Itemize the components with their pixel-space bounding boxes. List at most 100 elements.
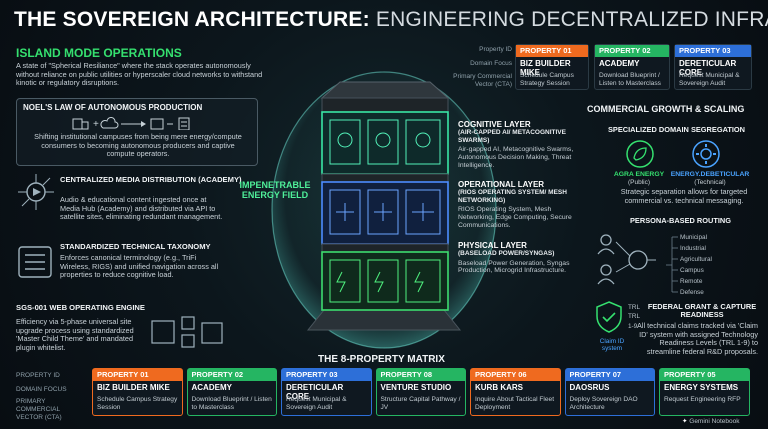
sgs-text: Efficiency via 5-phase universal site up…	[16, 317, 134, 352]
media-text: Audio & educational content ingested onc…	[60, 195, 223, 222]
taxonomy-text: Enforces canonical terminology (e.g., Tr…	[60, 253, 219, 280]
top-property-id: PROPERTY 01	[516, 45, 588, 57]
property-cta: Schedule Campus Strategy Session	[97, 396, 178, 411]
property-id: PROPERTY 06	[471, 369, 560, 381]
top-property-name: BIZ BUILDER MIKE	[520, 59, 571, 77]
top-property-card-02[interactable]: PROPERTY 02 ACADEMY Download Blueprint /…	[594, 44, 670, 90]
energy-sub: (Technical)	[694, 179, 726, 186]
people-icon	[597, 264, 615, 285]
cognitive-panels-icon	[329, 119, 441, 165]
taxonomy-title: STANDARDIZED TECHNICAL TAXONOMY	[60, 242, 211, 251]
operational-layer-text: RIOS Operating System, Mesh Networking, …	[458, 206, 572, 229]
property-name: DERETICULAR CORE	[286, 383, 344, 401]
persona-campus: Campus	[680, 267, 704, 274]
property-cta: Deploy Sovereign DAO Architecture	[569, 396, 638, 411]
leaf-icon	[624, 138, 656, 170]
top-property-cta: Request Municipal & Sovereign Audit	[679, 72, 740, 87]
top-row-label-domain: Domain Focus	[470, 60, 512, 67]
physical-panels-icon	[329, 259, 441, 303]
persona-remote: Remote	[680, 278, 703, 285]
title-light: ENGINEERING DECENTRALIZED INFRASTRUCTURE	[375, 8, 768, 31]
taxonomy-icon	[16, 244, 54, 280]
property-cta: Inquire About Tactical Fleet Deployment	[475, 396, 555, 411]
watermark: ✦ Gemini Notebook	[682, 417, 740, 425]
property-name: VENTURE STUDIO	[380, 383, 452, 392]
physical-layer-sub: (BASELOAD POWER/SYNGAS)	[458, 250, 555, 257]
property-card[interactable]: PROPERTY 08 VENTURE STUDIO Structure Capit…	[375, 368, 466, 416]
claim-id-label: Claim ID system	[599, 338, 625, 353]
cognitive-layer-desc: COGNITIVE LAYER (AIR-CAPPED AI/ METACOGN…	[458, 120, 576, 170]
trl-label: 1-9	[628, 322, 638, 330]
segregation-text: Strategic separation allows for targeted…	[620, 187, 748, 205]
agra-label: AGRA ENERGY	[613, 171, 665, 178]
noels-law-panel: NOEL'S LAW OF AUTONOMOUS PRODUCTION + Sh…	[16, 98, 258, 166]
property-name: BIZ BUILDER MIKE	[97, 383, 170, 392]
trl-labels: TRL TRL 1-9	[628, 304, 646, 330]
matrix-row-label-domain: DOMAIN FOCUS	[16, 386, 67, 393]
energy-field-label: IMPENETRABLE ENERGY FIELD	[239, 180, 311, 200]
federal-title: FEDERAL GRANT & CAPTURE READINESS	[647, 302, 757, 320]
top-property-card-01[interactable]: PROPERTY 01 BIZ BUILDER MIKE Schedule Ca…	[515, 44, 589, 90]
island-title: ISLAND MODE OPERATIONS	[16, 46, 182, 60]
property-id: PROPERTY 01	[93, 369, 182, 381]
sparkle-icon: ✦	[682, 418, 688, 425]
physical-layer-title: PHYSICAL LAYER	[458, 241, 527, 250]
top-row-label-cta: Primary Commercial Vector (CTA)	[453, 73, 512, 88]
person-icon	[597, 234, 615, 255]
persona-list: Municipal Industrial Agricultural Campus…	[680, 232, 760, 298]
property-id: PROPERTY 05	[660, 369, 749, 381]
title-bold: THE SOVEREIGN ARCHITECTURE:	[14, 8, 370, 31]
cognitive-layer-text: Air-gapped AI, Metacognitive Swarms, Aut…	[458, 146, 574, 169]
media-hub-icon	[16, 172, 56, 212]
island-text: A state of "Spherical Resiliance" where …	[16, 61, 263, 88]
agra-sub: (Public)	[627, 179, 651, 186]
persona-defense: Defense	[680, 289, 704, 296]
property-id: PROPERTY 07	[565, 369, 654, 381]
property-card[interactable]: PROPERTY 06 KURB KARS Inquire About Tactic…	[470, 368, 561, 416]
property-cta: Download Blueprint / Listen to Mastercla…	[191, 396, 272, 411]
property-id: PROPERTY 08	[376, 369, 465, 381]
top-property-cta: Download Blueprint / Listen to Mastercla…	[599, 72, 661, 87]
top-property-name: ACADEMY	[599, 59, 640, 68]
federal-text: All technical claims tracked via 'Claim …	[636, 321, 758, 356]
operational-layer-title: OPERATIONAL LAYER	[458, 180, 545, 189]
top-property-id: PROPERTY 03	[675, 45, 751, 57]
property-cta: Structure Capital Pathway / JV	[380, 396, 461, 411]
operational-layer-sub: (RIOS OPERATING SYSTEM/ MESH NETWORKING)	[458, 189, 567, 204]
persona-municipal: Municipal	[680, 234, 707, 241]
persona-industrial: Industrial	[680, 245, 706, 252]
upgrade-process-icon	[148, 313, 228, 353]
matrix-row-label-id: PROPERTY ID	[16, 372, 60, 379]
segregation-title: SPECIALIZED DOMAIN SEGREGATION	[608, 125, 746, 134]
operational-layer-desc: OPERATIONAL LAYER (RIOS OPERATING SYSTEM…	[458, 180, 576, 230]
physical-layer-desc: PHYSICAL LAYER (BASELOAD POWER/SYNGAS) B…	[458, 241, 576, 275]
property-name: ENERGY SYSTEMS	[664, 383, 739, 392]
trl-label: TRL	[628, 313, 641, 321]
property-card[interactable]: PROPERTY 01 BIZ BUILDER MIKE Schedule Camp…	[92, 368, 183, 416]
physical-layer-block	[321, 251, 449, 311]
building-icon	[72, 118, 89, 130]
gear-icon	[690, 138, 722, 170]
persona-agricultural: Agricultural	[680, 256, 712, 263]
persona-icons	[594, 228, 658, 292]
top-row-label-id: Property ID	[479, 46, 512, 53]
commercial-title: COMMERCIAL GROWTH & SCALING	[587, 104, 745, 114]
operational-layer-block	[321, 181, 449, 245]
persona-connector-lines	[666, 232, 678, 298]
matrix-row-label-cta: PRIMARY COMMERCIAL VECTOR (CTA)	[16, 398, 62, 421]
cloud-icon	[100, 117, 119, 129]
operational-panels-icon	[329, 189, 441, 235]
top-property-card-03[interactable]: PROPERTY 03 DERETICULAR CORE Request Mun…	[674, 44, 752, 90]
sovereign-stack-tower	[262, 60, 506, 366]
property-card[interactable]: PROPERTY 02 ACADEMY Download Blueprint / L…	[186, 368, 277, 416]
energy-label: ENERGY.DEBETICULAR	[670, 171, 750, 178]
property-name: ACADEMY	[191, 383, 232, 392]
property-id: PROPERTY 02	[187, 369, 276, 381]
top-property-name: DERETICULAR CORE	[679, 59, 737, 77]
property-name: KURB KARS	[475, 383, 523, 392]
noels-law-title: NOEL'S LAW OF AUTONOMOUS PRODUCTION	[23, 103, 203, 112]
